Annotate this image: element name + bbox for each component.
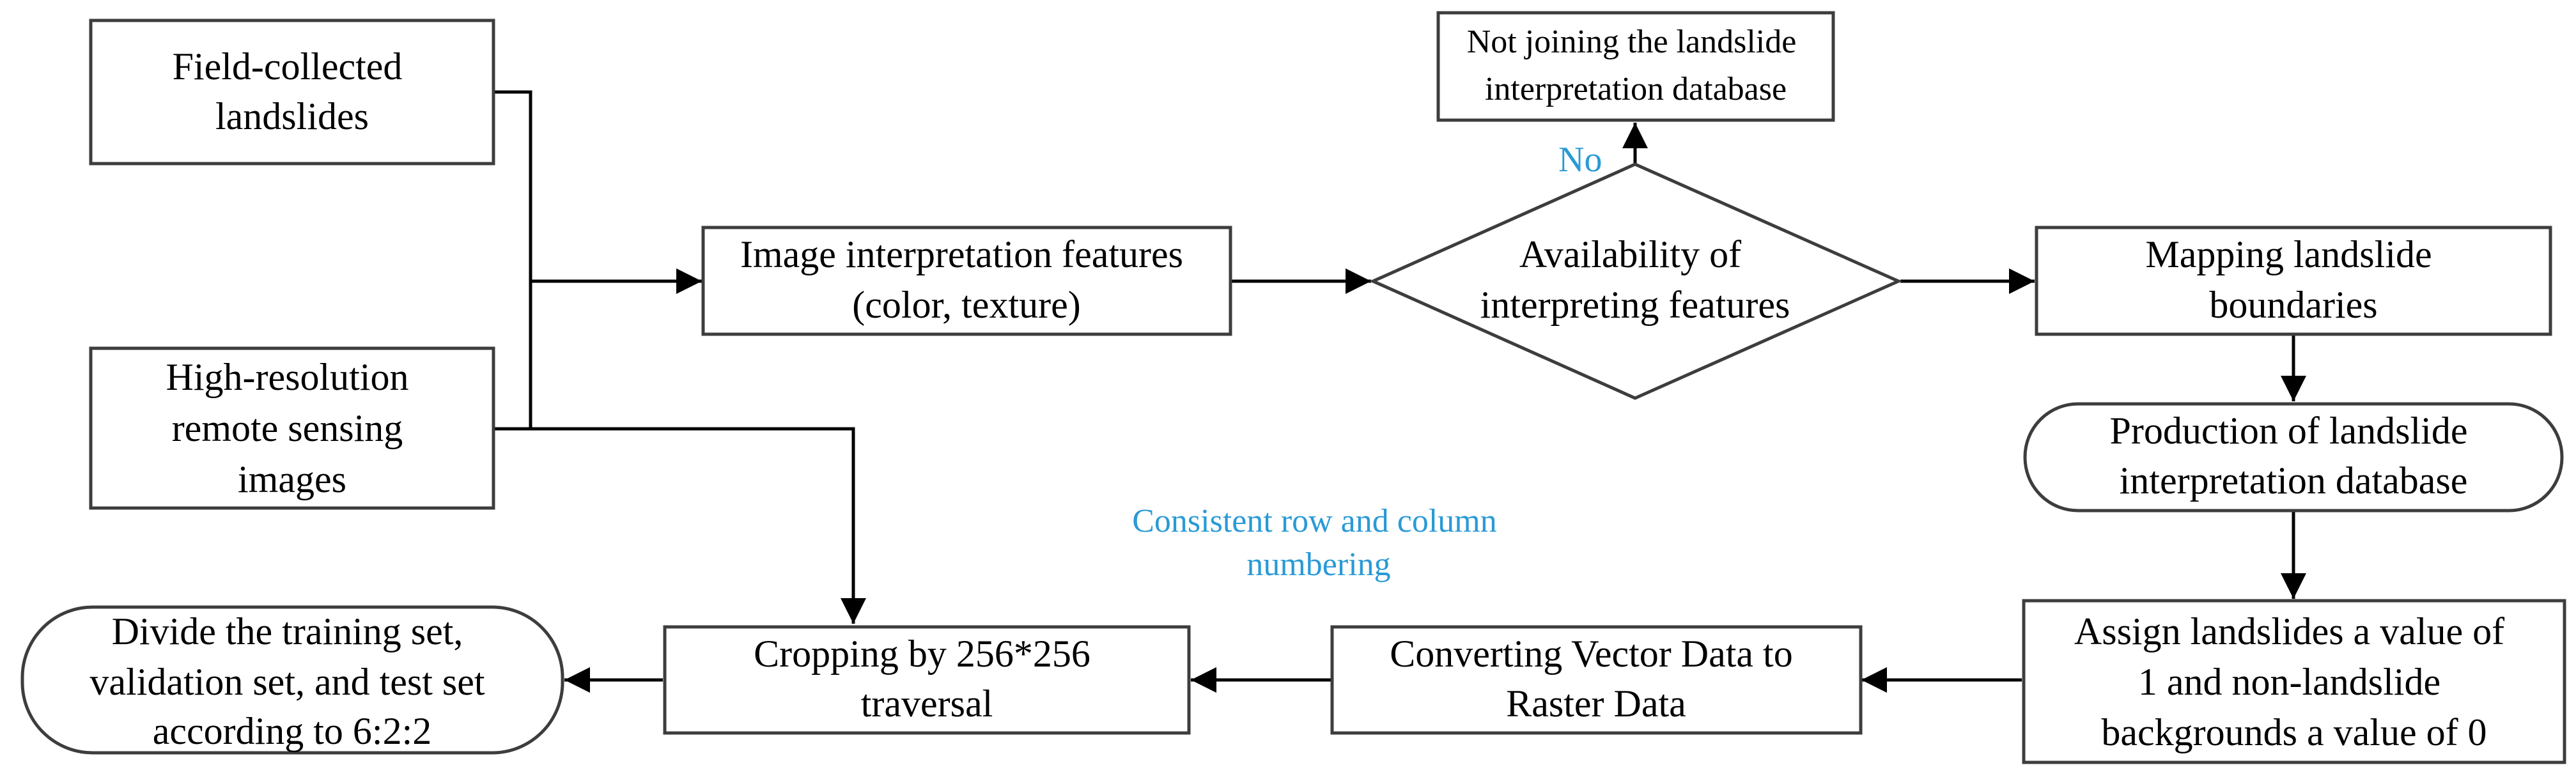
divide-label: Divide the training set, validation set,… [89,610,494,752]
node-cropping: Cropping by 256*256 traversal [663,625,1191,735]
connectors [493,90,2306,693]
node-assign: Assign landslides a value of 1 and non-l… [2022,599,2566,764]
interp-features-label: Image interpretation features (color, te… [740,233,1193,326]
hires-images-label: High-resolution remote sensing images [166,356,419,500]
edge-images-to-cropping [531,427,866,624]
edge-field-collected [493,90,532,281]
edge-hires-images [493,281,532,431]
node-production: Production of landslide interpretation d… [2023,402,2564,513]
no-label: No [1558,140,1602,180]
node-interp-features: Image interpretation features (color, te… [701,226,1232,336]
production-label: Production of landslide interpretation d… [2110,410,2478,502]
field-collected-label: Field-collected landslides [173,45,412,137]
mapping-label: Mapping landslide boundaries [2145,233,2441,326]
availability-label: Availability of interpreting features [1480,233,1790,326]
node-availability: Availability of interpreting features [1369,162,1903,400]
node-hires-images: High-resolution remote sensing images [89,346,495,510]
node-converting: Converting Vector Data to Raster Data [1330,625,1863,735]
consistent-numbering-label: Consistent row and column numbering [1132,503,1505,583]
cropping-label: Cropping by 256*256 traversal [754,633,1100,725]
node-field-collected: Field-collected landslides [89,19,495,166]
converting-label: Converting Vector Data to Raster Data [1390,633,1802,725]
node-mapping: Mapping landslide boundaries [2035,226,2552,336]
assign-label: Assign landslides a value of 1 and non-l… [2074,610,2514,753]
node-divide: Divide the training set, validation set,… [20,605,564,755]
not-joining-label: Not joining the landslide interpretation… [1467,24,1805,107]
node-not-joining: Not joining the landslide interpretation… [1436,11,1835,122]
